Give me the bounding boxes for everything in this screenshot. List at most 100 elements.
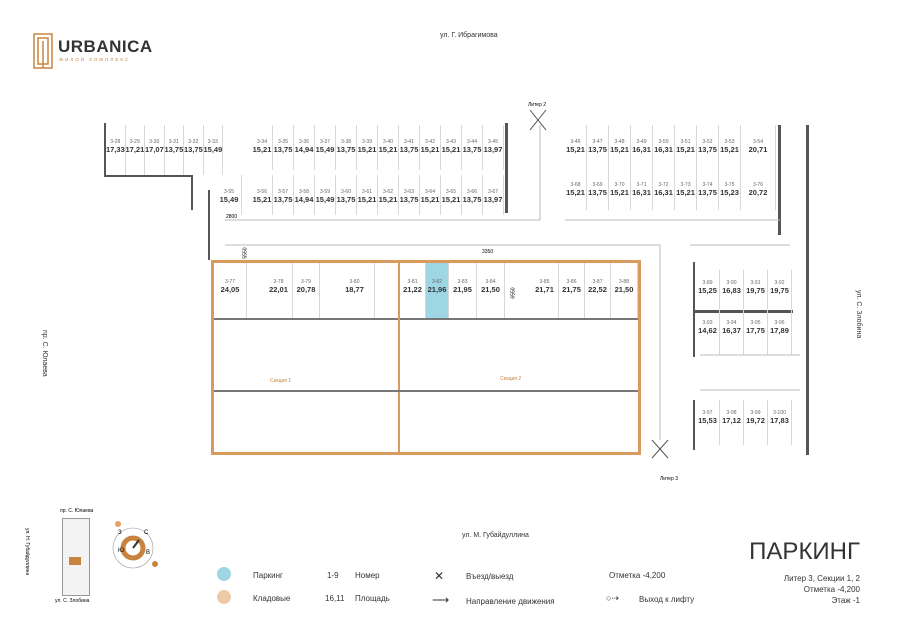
spot-area: 14,62: [698, 326, 717, 335]
minimap-bottom-street: ул. С. Злобина: [55, 598, 90, 604]
wall: [693, 400, 695, 450]
spot-area: 15,21: [566, 188, 585, 197]
compass-w: З: [118, 530, 122, 536]
spot-area: 15,49: [315, 195, 335, 204]
spot-area: 17,33: [106, 145, 125, 154]
spot-number: 3-42: [424, 139, 435, 145]
spot-number: 3-68: [570, 182, 581, 188]
minimap: пр. С. Юлаева ул. Н. Губайдуллина ул. С.…: [24, 508, 170, 608]
spot-area: 15,21: [252, 195, 272, 204]
spot-area: 17,75: [746, 326, 765, 335]
dim-5550: 5550: [242, 247, 249, 259]
spot-area: 13,75: [336, 195, 356, 204]
spot-number: 3-46: [570, 139, 581, 145]
spot-area: 15,49: [219, 195, 239, 204]
spot-number: 3-72: [658, 182, 669, 188]
spot-number: 3-53: [724, 139, 735, 145]
spot-area: 15,21: [420, 195, 440, 204]
spot-number: 3-50: [658, 139, 669, 145]
spot-number: 3-48: [614, 139, 625, 145]
spot-number: 3-57: [277, 189, 288, 195]
spot-number: 3-75: [724, 182, 735, 188]
spot-number: 3-73: [680, 182, 691, 188]
spot-number: 3-84: [485, 279, 496, 285]
spot-area: 15,21: [676, 188, 695, 197]
compass-icon: [112, 521, 158, 569]
